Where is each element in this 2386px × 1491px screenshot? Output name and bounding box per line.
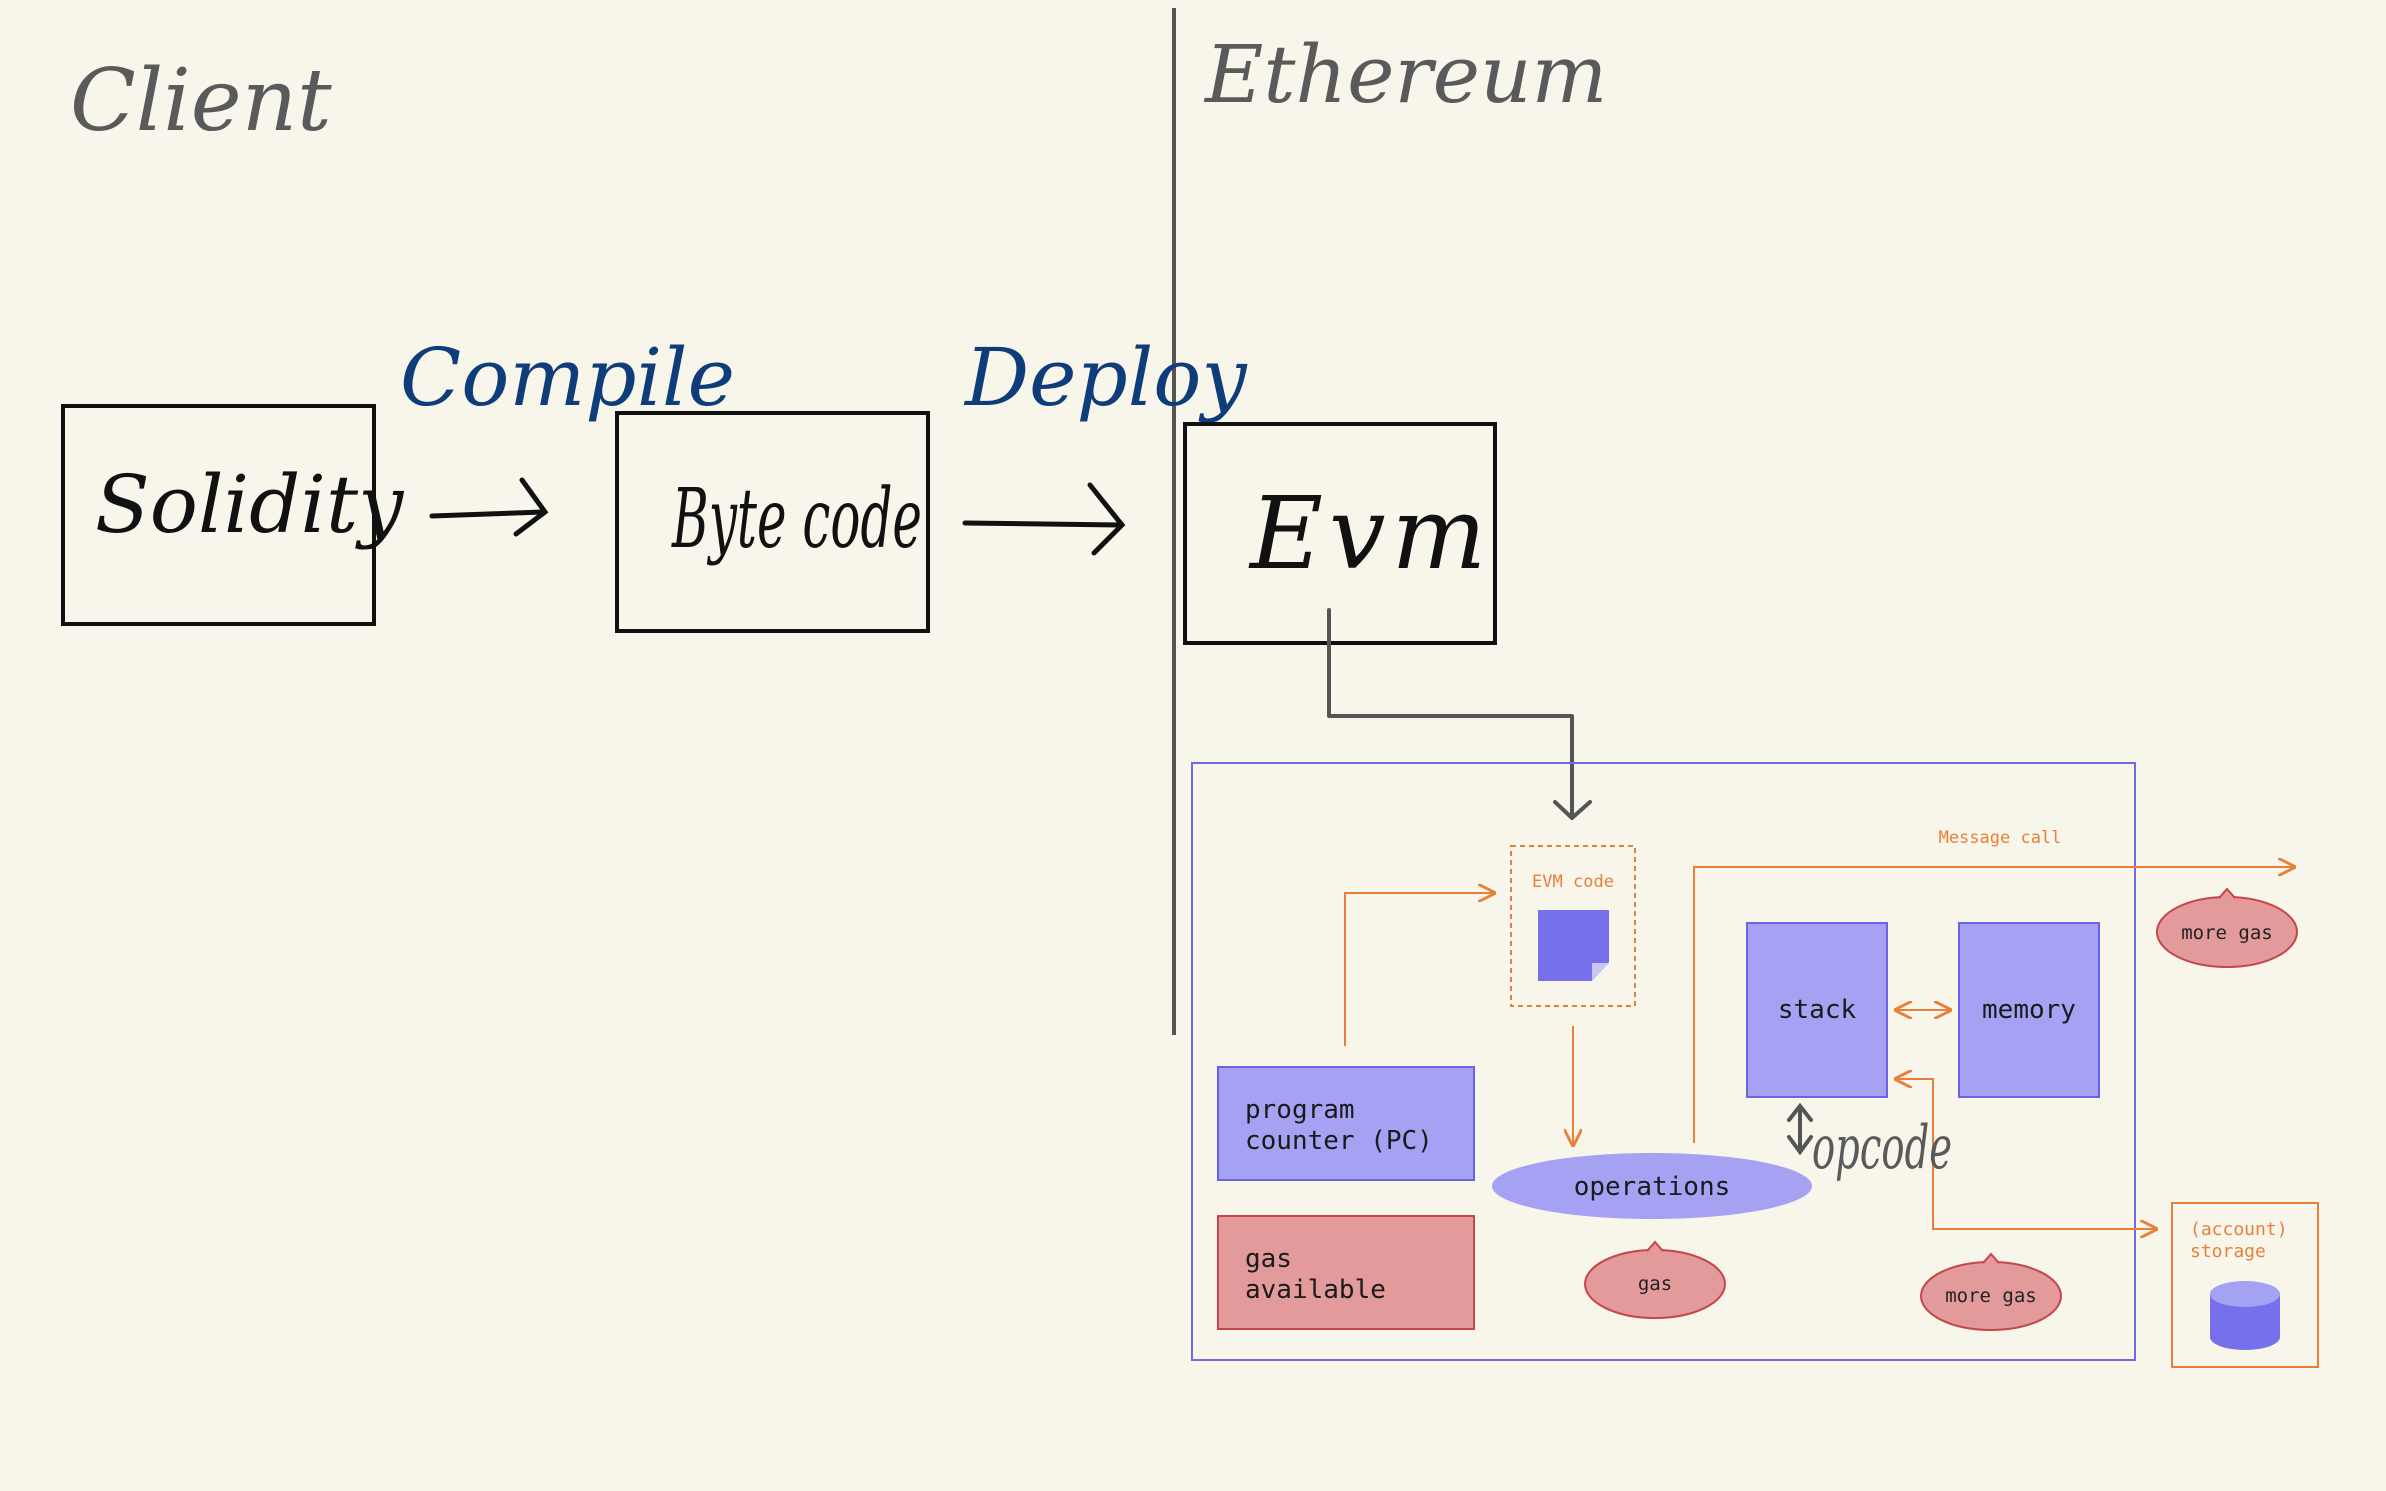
stack-storage-arrow: [1896, 1079, 2156, 1229]
ethereum-heading: Ethereum: [1203, 28, 1607, 121]
operations-label: operations: [1574, 1172, 1731, 1202]
message-call-label: Message call: [1939, 828, 2062, 848]
opcode-label: opcode: [1812, 1113, 1952, 1183]
gas-available-box: [1217, 1215, 1475, 1330]
gas-bubble-label: gas: [1638, 1273, 1672, 1295]
deploy-label: Deploy: [963, 331, 1248, 424]
opcode-arrow: [1787, 1102, 1813, 1156]
operations-ellipse: [1492, 1153, 1812, 1219]
storage-box: [2171, 1202, 2319, 1368]
more-gas-bottom-bubble: [1920, 1252, 2062, 1331]
solidity-box: [61, 404, 376, 626]
evm-code-label: EVM code: [1532, 872, 1614, 892]
evm-box: [1183, 422, 1497, 645]
storage-label-line2: storage: [2190, 1241, 2266, 1262]
compile-label: Compile: [400, 331, 735, 424]
database-icon: [2210, 1281, 2280, 1350]
bytecode-label: Byte code: [671, 472, 922, 567]
message-call-arrow: [1693, 867, 2294, 1143]
storage-label-line1: (account): [2190, 1219, 2288, 1240]
more-gas-bottom-label: more gas: [1945, 1285, 2037, 1307]
program-counter-box: [1217, 1066, 1475, 1181]
gas-available-label-line1: gas: [1245, 1244, 1292, 1274]
stack-label: stack: [1778, 995, 1857, 1025]
stack-box: [1746, 922, 1888, 1098]
more-gas-top-bubble: [2156, 887, 2298, 968]
gas-bubble: [1584, 1240, 1726, 1319]
evm-code-box: [1510, 845, 1636, 1007]
gas-available-label-line2: available: [1245, 1275, 1386, 1305]
evm-connector-arrow: [1327, 608, 1592, 820]
pc-to-evm-code-arrow: [1344, 893, 1494, 1046]
program-counter-label-line1: program: [1245, 1095, 1355, 1125]
evm-detail-frame: [1191, 762, 2136, 1361]
evm-code-icon: [1538, 910, 1609, 981]
more-gas-top-label: more gas: [2181, 922, 2273, 944]
memory-label: memory: [1982, 995, 2076, 1025]
bytecode-box: [615, 411, 930, 633]
evm-label: Evm: [1248, 475, 1492, 592]
program-counter-label-line2: counter (PC): [1245, 1126, 1433, 1156]
client-heading: Client: [70, 51, 332, 151]
compile-arrow: [429, 477, 549, 537]
deploy-arrow: [962, 482, 1126, 556]
solidity-label: Solidity: [95, 458, 405, 551]
